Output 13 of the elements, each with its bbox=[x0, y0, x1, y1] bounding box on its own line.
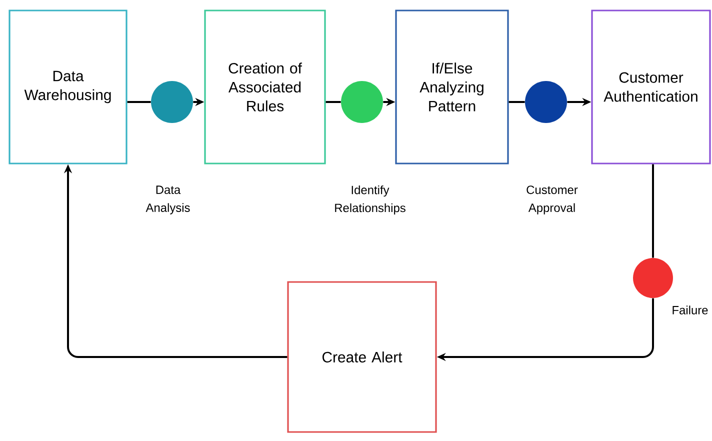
process-box: If/Else Analyzing Pattern bbox=[395, 10, 509, 164]
step-caption: Data Analysis bbox=[146, 186, 190, 214]
step-caption: Identify Relationships bbox=[335, 185, 406, 215]
status-dot bbox=[525, 81, 567, 123]
step-caption: Customer Approval bbox=[526, 186, 578, 214]
process-box: Customer Authentication bbox=[591, 10, 711, 164]
status-dot bbox=[151, 81, 193, 123]
status-dot bbox=[633, 258, 673, 298]
process-box: Create Alert bbox=[287, 281, 437, 433]
status-dot bbox=[341, 81, 383, 123]
process-box: Creation of Associated Rules bbox=[204, 10, 326, 164]
node-caption: Failure bbox=[672, 306, 708, 314]
process-box: Data Warehousing bbox=[8, 10, 128, 164]
